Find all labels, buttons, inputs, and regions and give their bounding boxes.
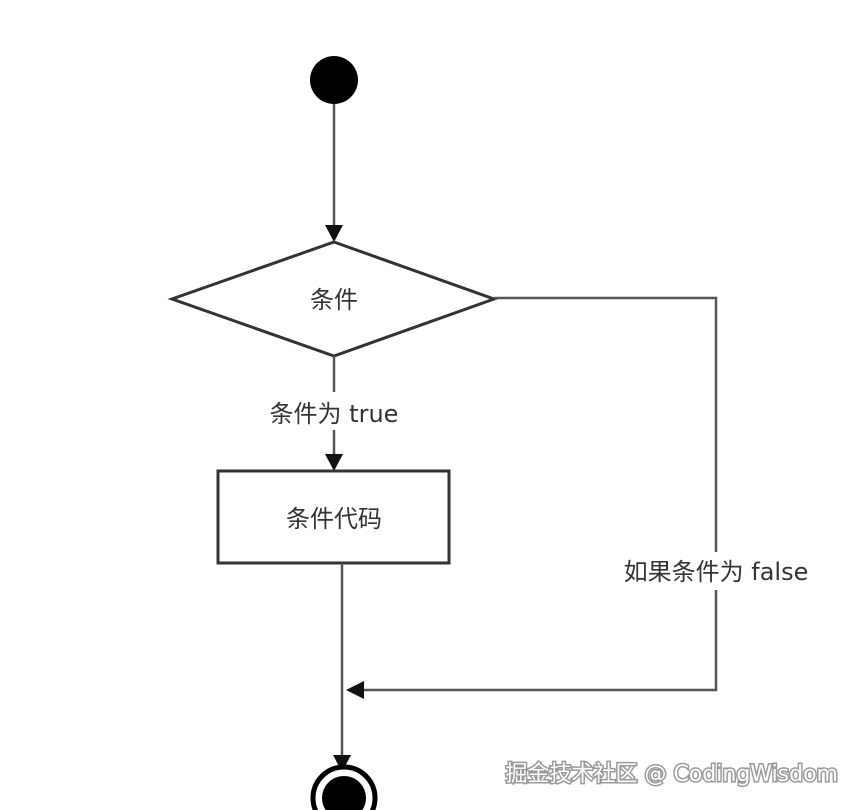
start-node [310, 56, 358, 104]
action-label: 条件代码 [286, 505, 382, 533]
watermark-text: 掘金技术社区 @ CodingWisdom [506, 762, 839, 787]
arrowhead-true [325, 454, 343, 471]
false-edge-label: 如果条件为 false [624, 558, 809, 586]
true-edge-label: 条件为 true [270, 400, 399, 428]
false-label-backdrop [606, 552, 820, 590]
edge-false-branch [362, 296, 718, 692]
decision-label: 条件 [310, 286, 358, 314]
arrowhead-start-to-decision [325, 225, 343, 242]
arrowhead-false-merge [346, 681, 364, 699]
arrowhead-end [333, 755, 351, 772]
end-node-core [322, 776, 366, 810]
action-box [216, 469, 451, 565]
